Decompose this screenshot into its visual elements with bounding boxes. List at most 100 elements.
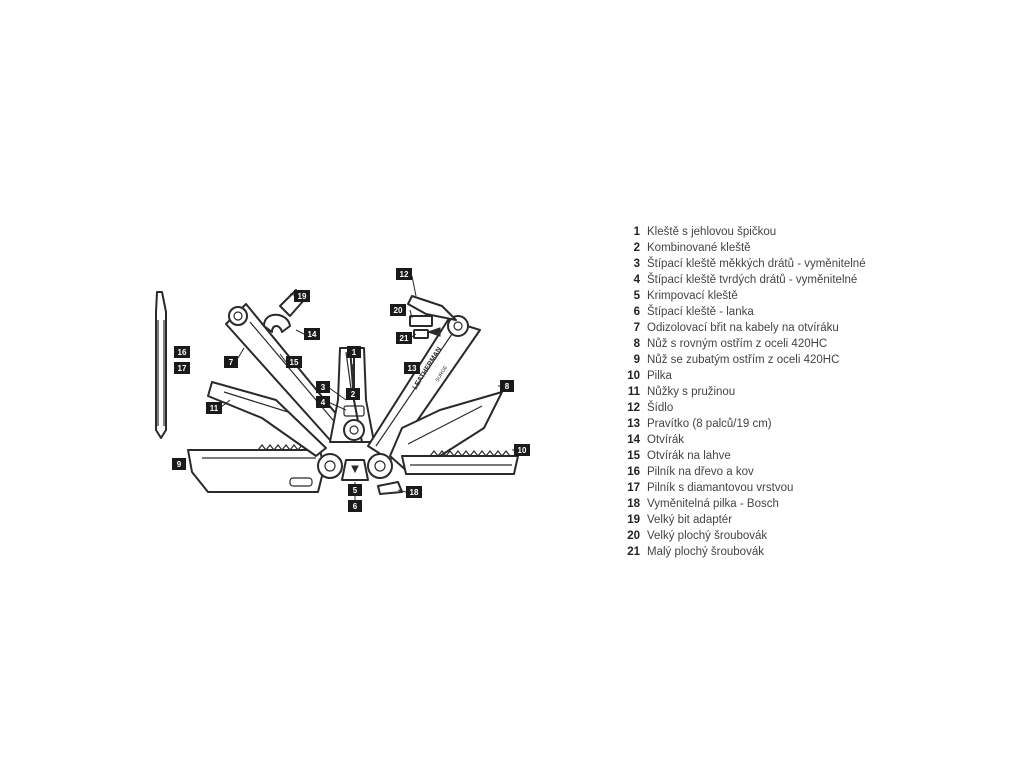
- svg-text:2: 2: [351, 390, 356, 399]
- callout-19: 19: [294, 290, 310, 302]
- legend-label: Štípací kleště měkkých drátů - vyměnitel…: [647, 258, 866, 270]
- callout-2: 2: [346, 388, 360, 400]
- legend-label: Štípací kleště - lanka: [647, 306, 754, 318]
- legend-number: 11: [627, 386, 640, 398]
- callout-18: 18: [406, 486, 422, 498]
- svg-text:19: 19: [298, 292, 307, 301]
- legend-label: Odizolovací břit na kabely na otvíráku: [647, 322, 839, 334]
- legend-item: 13 Pravítko (8 palců/19 cm): [612, 416, 912, 432]
- callout-12: 12: [396, 268, 412, 280]
- legend-label: Pilník s diamantovou vrstvou: [647, 482, 794, 494]
- legend-number: 7: [633, 322, 640, 334]
- legend-item: 12 Šídlo: [612, 400, 912, 416]
- legend-label: Velký bit adaptér: [647, 514, 733, 526]
- svg-text:20: 20: [394, 306, 403, 315]
- legend-item: 6 Štípací kleště - lanka: [612, 304, 912, 320]
- legend-item: 18 Vyměnitelná pilka - Bosch: [612, 496, 912, 512]
- legend-label: Nůžky s pružinou: [647, 386, 736, 398]
- legend-item: 5 Krimpovací kleště: [612, 288, 912, 304]
- legend-number: 18: [627, 498, 640, 510]
- svg-text:9: 9: [177, 460, 182, 469]
- svg-text:6: 6: [353, 502, 358, 511]
- callout-3: 3: [316, 381, 330, 393]
- legend-number: 9: [633, 354, 640, 366]
- svg-text:16: 16: [178, 348, 187, 357]
- awl-and-screwdrivers: [407, 295, 457, 339]
- svg-text:8: 8: [505, 382, 510, 391]
- legend-item: 14 Otvírák: [612, 432, 912, 448]
- callout-11: 11: [206, 402, 222, 414]
- legend-item: 1 Kleště s jehlovou špičkou: [612, 224, 912, 240]
- svg-text:18: 18: [410, 488, 419, 497]
- legend-item: 4 Štípací kleště tvrdých drátů - vyměnite…: [612, 272, 912, 288]
- legend-item: 7 Odizolovací břit na kabely na otvíráku: [612, 320, 912, 336]
- callout-16: 16: [174, 346, 190, 358]
- legend-number: 1: [633, 226, 640, 238]
- legend-number: 8: [633, 338, 640, 350]
- svg-text:15: 15: [290, 358, 299, 367]
- svg-text:4: 4: [321, 398, 326, 407]
- svg-text:17: 17: [178, 364, 187, 373]
- legend-item: 3 Štípací kleště měkkých drátů - vyměnite…: [612, 256, 912, 272]
- callout-5: 5: [348, 484, 362, 496]
- callout-6: 6: [348, 500, 362, 512]
- callout-8: 8: [500, 380, 514, 392]
- legend-label: Velký plochý šroubovák: [647, 530, 768, 542]
- svg-text:3: 3: [321, 383, 326, 392]
- svg-text:14: 14: [308, 330, 317, 339]
- legend-label: Nůž se zubatým ostřím z oceli 420HC: [647, 354, 840, 366]
- callout-4: 4: [316, 396, 330, 408]
- callout-1: 1: [347, 346, 361, 358]
- legend-number: 6: [633, 306, 640, 318]
- serrated-knife: [187, 444, 325, 493]
- legend-label: Malý plochý šroubovák: [647, 546, 764, 558]
- callout-7: 7: [224, 356, 238, 368]
- legend-number: 12: [627, 402, 640, 414]
- callout-15: 15: [286, 356, 302, 368]
- svg-text:13: 13: [408, 364, 417, 373]
- legend-label: Kleště s jehlovou špičkou: [647, 226, 777, 238]
- legend-label: Štípací kleště tvrdých drátů - vyměnitel…: [647, 274, 858, 286]
- legend-label: Nůž s rovným ostřím z oceli 420HC: [647, 338, 828, 350]
- callout-13: 13: [404, 362, 420, 374]
- callout-17: 17: [174, 362, 190, 374]
- multitool-illustration: LEATHERMAN SURGE: [155, 268, 530, 512]
- legend-number: 13: [627, 418, 640, 430]
- svg-text:7: 7: [229, 358, 234, 367]
- legend-number: 14: [627, 434, 640, 446]
- legend-number: 3: [633, 258, 640, 270]
- central-pivots: [317, 453, 403, 495]
- legend-item: 16 Pilník na dřevo a kov: [612, 464, 912, 480]
- file-tool: [155, 291, 167, 439]
- svg-text:21: 21: [400, 334, 409, 343]
- legend-number: 15: [627, 450, 640, 462]
- legend-label: Pilník na dřevo a kov: [647, 466, 754, 478]
- legend-number: 19: [627, 514, 640, 526]
- legend-number: 16: [627, 466, 640, 478]
- legend-number: 17: [627, 482, 640, 494]
- legend-number: 4: [633, 274, 640, 286]
- legend-item: 17 Pilník s diamantovou vrstvou: [612, 480, 912, 496]
- legend-item: 11 Nůžky s pružinou: [612, 384, 912, 400]
- legend-number: 21: [627, 546, 640, 558]
- callout-14: 14: [304, 328, 320, 340]
- multitool-diagram: LEATHERMAN SURGE: [140, 260, 560, 520]
- legend-label: Krimpovací kleště: [647, 290, 738, 302]
- svg-text:11: 11: [210, 404, 219, 413]
- legend-label: Pravítko (8 palců/19 cm): [647, 418, 772, 430]
- legend-label: Šídlo: [647, 402, 674, 414]
- legend-number: 5: [633, 290, 640, 302]
- callout-9: 9: [172, 458, 186, 470]
- svg-text:10: 10: [518, 446, 527, 455]
- saw: [401, 450, 519, 475]
- legend-label: Otvírák: [647, 434, 685, 446]
- callout-20: 20: [390, 304, 406, 316]
- callout-21: 21: [396, 332, 412, 344]
- legend-number: 10: [627, 370, 640, 382]
- legend-label: Vyměnitelná pilka - Bosch: [647, 498, 779, 510]
